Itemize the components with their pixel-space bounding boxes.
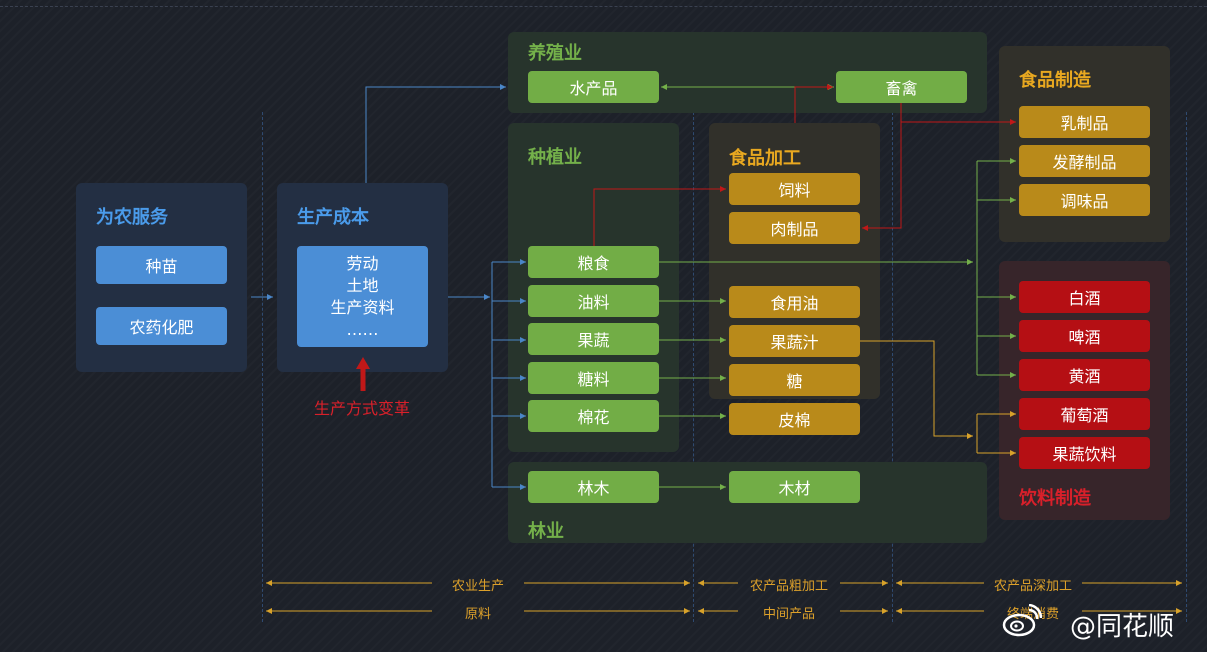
- yellow-wine-box: 黄酒: [1019, 359, 1150, 391]
- axis-intermediate-products: 中间产品: [762, 607, 815, 622]
- factor-means: 生产资料: [330, 297, 395, 317]
- planting-title: 种植业: [528, 147, 582, 168]
- watermark-text: @同花顺: [1070, 612, 1175, 642]
- cotton-box: 棉花: [528, 400, 659, 432]
- up-arrow-icon: [356, 357, 370, 391]
- beverage-manufacturing-title: 饮料制造: [1019, 488, 1091, 509]
- fermented-products-box: 发酵制品: [1019, 145, 1150, 177]
- forest-trees-box: 林木: [528, 471, 659, 503]
- column-divider: [693, 112, 694, 622]
- axis-end-consumption: 终端消费: [1006, 607, 1059, 622]
- column-divider: [892, 112, 893, 622]
- beer-box: 啤酒: [1019, 320, 1150, 352]
- meat-products-box: 肉制品: [729, 212, 860, 244]
- axis-agricultural-production: 农业生产: [451, 579, 504, 594]
- fruits-vegetables-box: 果蔬: [528, 323, 659, 355]
- oilseed-box: 油料: [528, 285, 659, 317]
- baijiu-box: 白酒: [1019, 281, 1150, 313]
- edible-oil-box: 食用油: [729, 286, 860, 318]
- condiments-box: 调味品: [1019, 184, 1150, 216]
- food-manufacturing-title: 食品制造: [1019, 70, 1091, 91]
- column-divider: [262, 112, 263, 622]
- axis-primary-processing: 农产品粗加工: [749, 579, 828, 594]
- factor-etc: ……: [346, 319, 379, 339]
- breeding-title: 养殖业: [528, 43, 582, 64]
- axis-raw-materials: 原料: [464, 607, 491, 622]
- livestock-poultry-box: 畜禽: [836, 71, 967, 103]
- grain-box: 粮食: [528, 246, 659, 278]
- production-factors-box: 劳动 土地 生产资料 ……: [297, 246, 428, 347]
- production-reform-label: 生产方式变革: [313, 399, 410, 418]
- timber-box: 木材: [729, 471, 860, 503]
- feed-box: 饲料: [729, 173, 860, 205]
- ginned-cotton-box: 皮棉: [729, 403, 860, 435]
- farm-service-title: 为农服务: [96, 207, 168, 228]
- grape-wine-box: 葡萄酒: [1019, 398, 1150, 430]
- dairy-box: 乳制品: [1019, 106, 1150, 138]
- column-divider: [1186, 112, 1187, 622]
- pesticide-fertilizer-box: 农药化肥: [96, 307, 227, 345]
- juice-box: 果蔬汁: [729, 325, 860, 357]
- weibo-icon: [1002, 604, 1042, 637]
- sugar-crops-box: 糖料: [528, 362, 659, 394]
- production-cost-title: 生产成本: [297, 207, 369, 228]
- seedlings-box: 种苗: [96, 246, 227, 284]
- top-divider: [0, 6, 1207, 7]
- axis-deep-processing: 农产品深加工: [993, 579, 1072, 594]
- factor-land: 土地: [346, 275, 379, 295]
- factor-labor: 劳动: [346, 253, 379, 273]
- food-processing-title: 食品加工: [729, 148, 801, 169]
- fruit-veg-beverage-box: 果蔬饮料: [1019, 437, 1150, 469]
- forestry-title: 林业: [528, 521, 564, 542]
- aquatic-products-box: 水产品: [528, 71, 659, 103]
- sugar-box: 糖: [729, 364, 860, 396]
